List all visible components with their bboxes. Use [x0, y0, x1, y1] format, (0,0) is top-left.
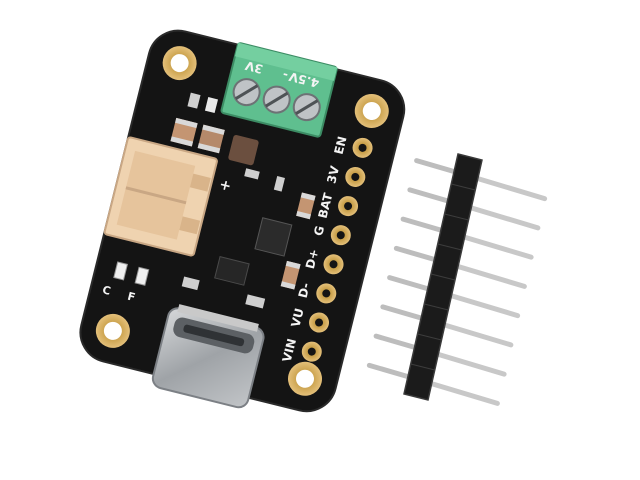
- header-segment-divider: [444, 213, 469, 221]
- terminal-screw: [232, 78, 261, 107]
- mounting-holes: [95, 46, 389, 396]
- status-leds: C F: [101, 261, 150, 304]
- terminal-label-minus: -: [281, 68, 289, 83]
- header-segment-divider: [417, 333, 442, 341]
- edge-pin-pads: [301, 137, 373, 362]
- header-segment-divider: [430, 273, 456, 281]
- pin-label-g: G: [311, 224, 327, 237]
- terminal-screw: [292, 93, 321, 122]
- terminal-label-3v: 3V: [243, 58, 264, 76]
- pin-label-dminus: D-: [296, 281, 313, 299]
- pin-label-vin: VIN: [280, 337, 299, 363]
- jst-polarity-label: +: [218, 177, 233, 195]
- pin-label-vu: VU: [288, 307, 306, 329]
- led-label-f: F: [126, 290, 136, 304]
- smd-components: [170, 92, 316, 309]
- pin-header: [366, 153, 548, 406]
- mounting-hole: [103, 321, 122, 340]
- jst-connector: [103, 136, 218, 257]
- pin-label-en: EN: [332, 135, 350, 156]
- header-segment-divider: [437, 243, 462, 251]
- mounting-hole: [362, 101, 381, 120]
- usb-c-port[interactable]: [151, 302, 267, 409]
- pin-labels: EN 3V BAT G D+ D- VU VIN: [280, 135, 350, 364]
- pin-label-dplus: D+: [303, 248, 321, 271]
- screw-terminal: [220, 42, 338, 138]
- header-segment-divider: [451, 183, 476, 191]
- pin-label-bat: BAT: [316, 191, 336, 220]
- terminal-screw: [262, 85, 291, 114]
- breakout-board: 4.5V - 3V +: [79, 29, 406, 413]
- mounting-hole: [295, 369, 314, 388]
- mounting-hole: [170, 54, 189, 73]
- header-segment-divider: [424, 303, 449, 311]
- header-segment-divider: [410, 363, 435, 371]
- pin-label-3v: 3V: [324, 164, 342, 185]
- led-label-c: C: [101, 283, 112, 298]
